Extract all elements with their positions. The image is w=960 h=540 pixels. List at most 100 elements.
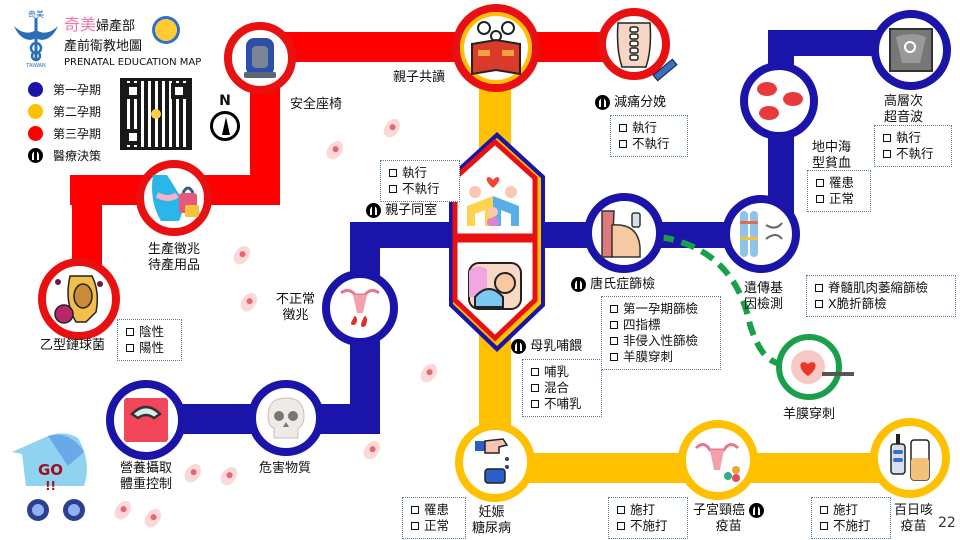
compass-north-label: N [219, 93, 231, 109]
footprint-icon [230, 242, 254, 268]
checkbox-breastfeed[interactable]: 哺乳 [531, 364, 593, 380]
amniocentesis-heart-icon [791, 350, 825, 384]
breastfeeding-icon[interactable] [467, 257, 523, 313]
checkbox-rooming-in-no[interactable]: 不執行 [389, 181, 451, 197]
uterus-virus-icon [694, 443, 740, 482]
label-abnormal-signs: 不正常 徵兆 [276, 292, 316, 323]
checkbox-gbs-negative[interactable]: 陰性 [126, 324, 173, 340]
station-epidural[interactable] [598, 8, 670, 80]
station-gbs[interactable] [38, 258, 120, 340]
track-blue-middle [350, 222, 770, 248]
options-hpv-vaccine: 施打 不施打 [608, 497, 688, 539]
station-gdm[interactable] [455, 422, 535, 502]
checkbox-pertussis-not-given[interactable]: 不施打 [820, 518, 882, 534]
medical-decision-icon [595, 95, 610, 110]
footprint-icon [380, 115, 404, 141]
car-seat-icon [244, 38, 276, 78]
legend-item-trimester-1: 第一孕期 [28, 78, 101, 100]
go-label: GO !! [38, 461, 64, 493]
checkbox-hpv-given[interactable]: 施打 [617, 502, 679, 518]
checkbox-quad-test[interactable]: 四指標 [610, 317, 712, 333]
checkbox-epidural-no[interactable]: 不執行 [619, 136, 679, 152]
page-number: 22 [938, 515, 956, 531]
station-labor-signs[interactable] [136, 160, 212, 236]
station-amniocentesis[interactable] [776, 334, 842, 400]
station-down-screening[interactable] [584, 193, 664, 273]
options-breastfeeding: 哺乳 混合 不哺乳 [522, 359, 602, 417]
chromosome-dna-icon [740, 211, 783, 257]
footprint-icon [181, 460, 205, 486]
checkbox-thalassemia-normal[interactable]: 正常 [816, 191, 862, 207]
legend: 第一孕期 第二孕期 第三孕期 醫療決策 [28, 78, 101, 166]
checkbox-fragile-x-screening[interactable]: X脆折篩檢 [815, 296, 947, 312]
checkbox-amniocentesis[interactable]: 羊膜穿刺 [610, 349, 712, 365]
checkbox-epidural-yes[interactable]: 執行 [619, 120, 679, 136]
weight-scale-icon [124, 398, 168, 442]
legend-item-trimester-3: 第三孕期 [28, 122, 101, 144]
medical-decision-icon [511, 339, 526, 354]
skull-icon [267, 397, 305, 439]
station-level-2-ultrasound[interactable] [871, 10, 951, 90]
options-epidural: 執行 不執行 [610, 115, 688, 157]
station-car-seat[interactable] [224, 22, 296, 94]
checkbox-gdm-normal[interactable]: 正常 [411, 518, 457, 534]
checkbox-mixed[interactable]: 混合 [531, 380, 593, 396]
label-gdm: 妊娠 糖尿病 [472, 505, 512, 536]
svg-text:奇美: 奇美 [28, 9, 44, 19]
org-name-pink: 奇美 [64, 15, 97, 34]
reading-book-icon [471, 21, 521, 76]
label-genetic-test: 遺傳基 因檢測 [744, 281, 784, 312]
label-gbs: 乙型鏈球菌 [40, 338, 106, 353]
checkbox-gdm-affected[interactable]: 罹患 [411, 502, 457, 518]
label-down-screening: 唐氏症篩檢 [571, 277, 655, 293]
checkbox-pertussis-given[interactable]: 施打 [820, 502, 882, 518]
station-thalassemia[interactable] [740, 62, 818, 140]
legend-item-medical-decision: 醫療決策 [28, 144, 101, 166]
station-abnormal-signs[interactable] [322, 270, 398, 346]
label-car-seat: 安全座椅 [290, 97, 343, 112]
red-blood-cells-icon [757, 82, 803, 120]
options-genetic-test: 脊髓肌肉萎縮篩檢 X脆折篩檢 [806, 275, 956, 317]
uterus-bleeding-icon [340, 288, 380, 327]
checkbox-gbs-positive[interactable]: 陽性 [126, 340, 173, 356]
rooming-in-icon[interactable] [463, 170, 523, 230]
checkbox-sma-screening[interactable]: 脊髓肌肉萎縮篩檢 [815, 280, 947, 296]
track-red-top [265, 32, 635, 62]
checkbox-thalassemia-affected[interactable]: 罹患 [816, 175, 862, 191]
vaccine-vial-icon [890, 434, 930, 481]
footprint-icon [111, 497, 135, 523]
checkbox-ultrasound-yes[interactable]: 執行 [883, 130, 943, 146]
qr-code[interactable] [120, 78, 192, 150]
footprint-icon [141, 505, 165, 531]
central-house-shape [449, 132, 545, 352]
station-parent-child-reading[interactable] [452, 4, 540, 92]
label-nutrition: 營養攝取 體重控制 [120, 461, 173, 492]
legend-item-trimester-2: 第二孕期 [28, 100, 101, 122]
footprint-icon [237, 289, 261, 315]
compass-icon [210, 111, 240, 141]
checkbox-hpv-not-given[interactable]: 不施打 [617, 518, 679, 534]
checkbox-nipt[interactable]: 非侵入性篩檢 [610, 333, 712, 349]
label-parent-child-reading: 親子共讀 [393, 70, 446, 85]
checkbox-first-trimester-screening[interactable]: 第一孕期篩檢 [610, 301, 712, 317]
footprint-icon [360, 437, 384, 463]
station-genetic-test[interactable] [722, 195, 800, 273]
station-hpv-vaccine[interactable] [678, 420, 758, 500]
footprint-icon [417, 360, 441, 386]
fetus-bacteria-icon [54, 275, 103, 324]
org-name-black: 婦產部 [96, 19, 136, 34]
medical-decision-icon [28, 147, 43, 163]
station-nutrition[interactable] [106, 380, 186, 460]
sun-mascot-icon [152, 16, 180, 44]
medical-decision-icon [366, 203, 381, 218]
label-breastfeeding: 母乳哺餵 [511, 339, 582, 355]
station-pertussis-vaccine[interactable] [870, 418, 950, 498]
checkbox-no-breastfeed[interactable]: 不哺乳 [531, 396, 593, 412]
station-hazards[interactable] [248, 380, 324, 456]
compass: N [210, 93, 240, 141]
label-thalassemia: 地中海 型貧血 [812, 140, 852, 171]
checkbox-ultrasound-no[interactable]: 不執行 [883, 146, 943, 162]
checkbox-rooming-in-yes[interactable]: 執行 [389, 165, 451, 181]
spine-syringe-icon [616, 22, 652, 68]
glucose-meter-icon [475, 438, 509, 484]
